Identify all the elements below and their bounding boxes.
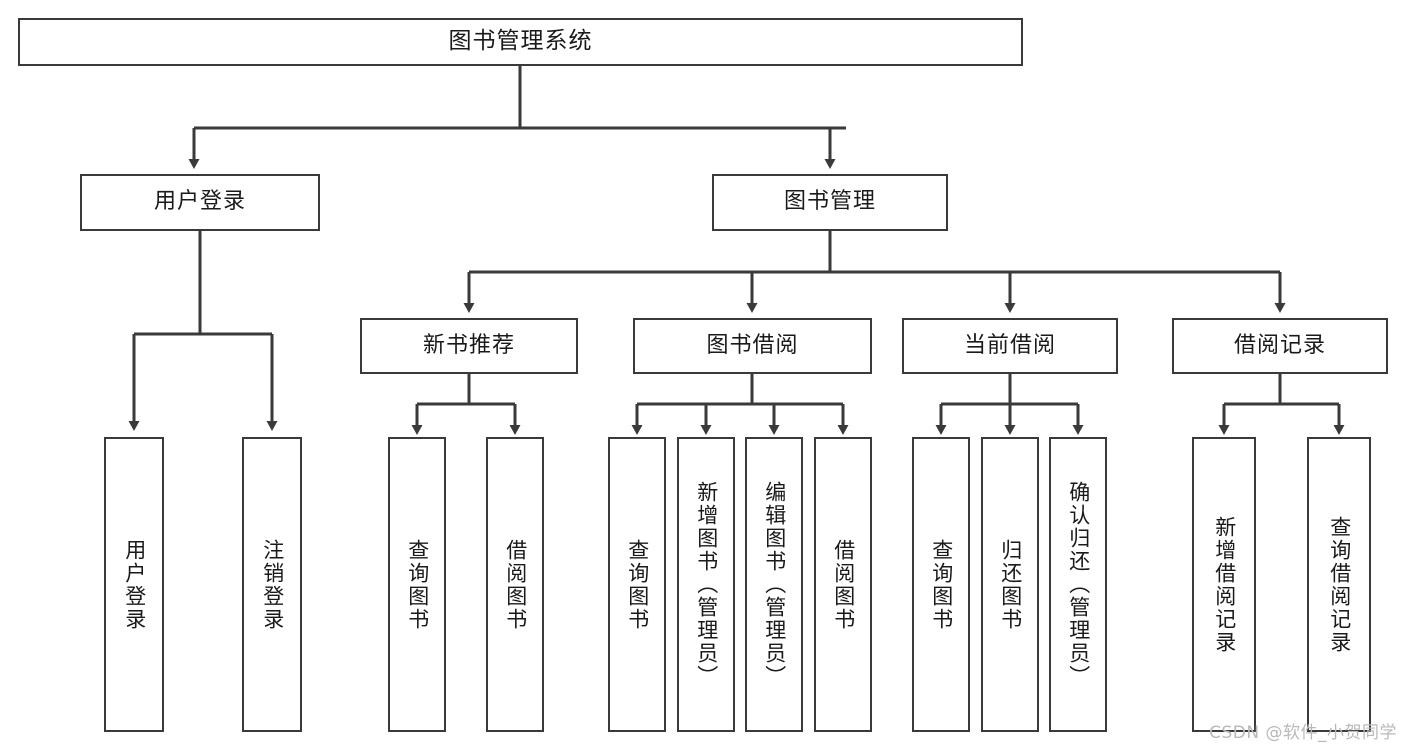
node-book-borrow[interactable]: 图书借阅 [633, 318, 872, 374]
node-new-book-recommend[interactable]: 新书推荐 [360, 318, 578, 374]
node-leaf-borrow-book-2-label: 借阅图书 [831, 538, 856, 631]
node-book-borrow-label: 图书借阅 [706, 332, 799, 358]
node-user-login[interactable]: 用户登录 [80, 174, 320, 231]
node-user-login-label: 用户登录 [153, 189, 246, 215]
node-leaf-confirm-return[interactable]: 确认归还（管理员） [1049, 437, 1107, 732]
node-leaf-query-book-1-label: 查询图书 [405, 538, 430, 631]
node-leaf-edit-book-label: 编辑图书（管理员） [762, 481, 787, 688]
node-leaf-add-record-label: 新增借阅记录 [1212, 515, 1237, 654]
node-leaf-user-login[interactable]: 用户登录 [104, 437, 164, 732]
node-leaf-add-record[interactable]: 新增借阅记录 [1192, 437, 1256, 732]
node-leaf-query-book-2-label: 查询图书 [625, 538, 650, 631]
node-leaf-query-book-2[interactable]: 查询图书 [608, 437, 666, 732]
node-leaf-query-record[interactable]: 查询借阅记录 [1307, 437, 1371, 732]
node-root[interactable]: 图书管理系统 [18, 18, 1023, 66]
node-borrow-record-label: 借阅记录 [1233, 332, 1326, 358]
node-leaf-query-record-label: 查询借阅记录 [1327, 515, 1352, 654]
node-current-borrow-label: 当前借阅 [963, 332, 1056, 358]
node-leaf-query-book-1[interactable]: 查询图书 [388, 437, 446, 732]
node-root-label: 图书管理系统 [448, 28, 593, 55]
node-leaf-add-book-label: 新增图书（管理员） [694, 481, 719, 688]
node-leaf-logout[interactable]: 注销登录 [242, 437, 302, 732]
node-new-book-recommend-label: 新书推荐 [422, 332, 515, 358]
node-leaf-borrow-book-1[interactable]: 借阅图书 [486, 437, 544, 732]
node-book-management-label: 图书管理 [783, 189, 876, 215]
node-leaf-confirm-return-label: 确认归还（管理员） [1066, 481, 1091, 688]
node-leaf-user-login-label: 用户登录 [122, 538, 147, 631]
node-leaf-logout-label: 注销登录 [260, 538, 285, 631]
node-leaf-borrow-book-2[interactable]: 借阅图书 [814, 437, 872, 732]
node-book-management[interactable]: 图书管理 [712, 174, 948, 231]
node-leaf-edit-book[interactable]: 编辑图书（管理员） [745, 437, 803, 732]
node-leaf-return-book[interactable]: 归还图书 [981, 437, 1039, 732]
node-leaf-query-book-3[interactable]: 查询图书 [912, 437, 970, 732]
node-leaf-add-book[interactable]: 新增图书（管理员） [677, 437, 735, 732]
node-leaf-borrow-book-1-label: 借阅图书 [503, 538, 528, 631]
node-current-borrow[interactable]: 当前借阅 [902, 318, 1118, 374]
watermark-text: CSDN @软件_小贺同学 [1209, 723, 1397, 743]
node-leaf-query-book-3-label: 查询图书 [929, 538, 954, 631]
node-leaf-return-book-label: 归还图书 [998, 538, 1023, 631]
node-borrow-record[interactable]: 借阅记录 [1172, 318, 1388, 374]
